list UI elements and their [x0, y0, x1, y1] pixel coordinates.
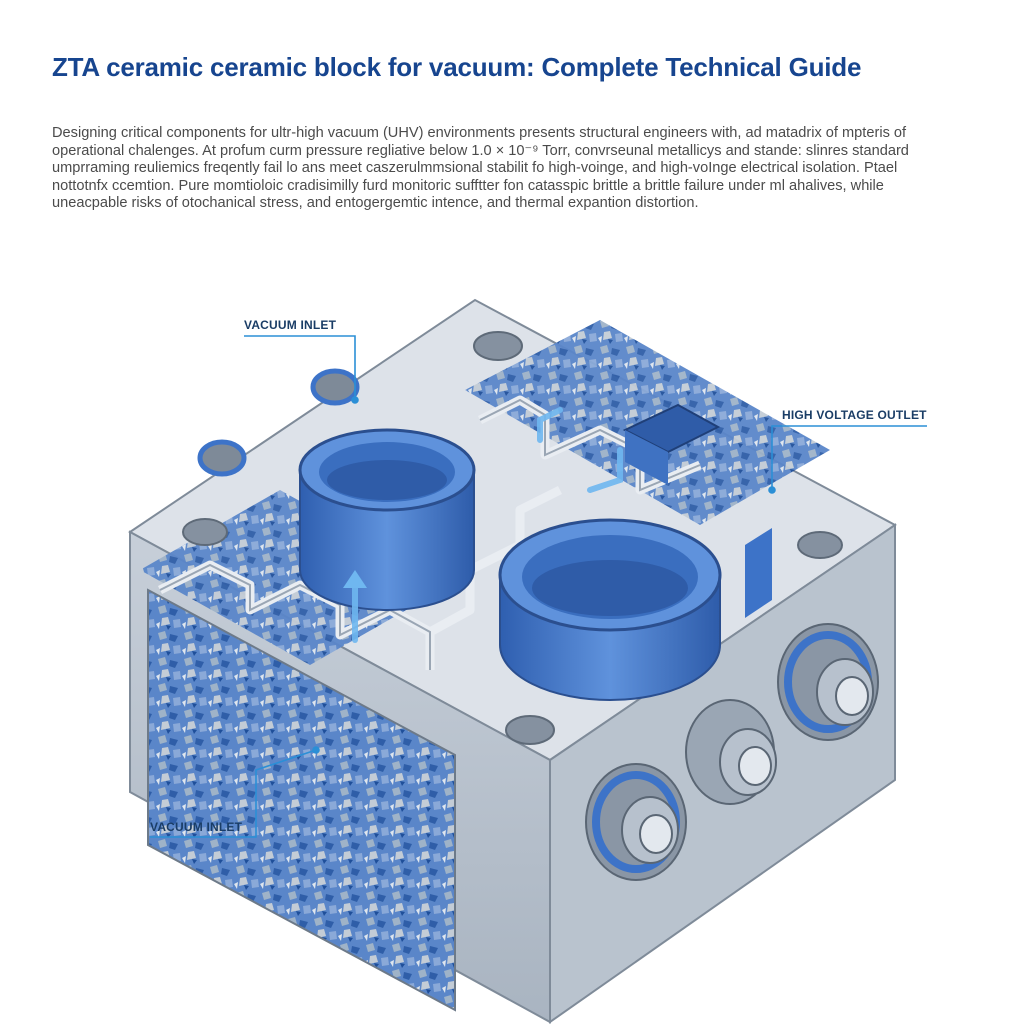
ceramic-block-illustration: VACUUM INLET HIGH VOLTAGE OUTLET VACUUM … — [0, 240, 1024, 1024]
ceramic-block-drawing — [128, 298, 927, 1024]
callout-high-voltage-outlet: HIGH VOLTAGE OUTLET — [782, 408, 927, 422]
callout-vacuum-inlet-bottom: VACUUM INLET — [150, 820, 243, 834]
callout-vacuum-inlet-top: VACUUM INLET — [244, 318, 337, 332]
page-title: ZTA ceramic ceramic block for vacuum: Co… — [52, 52, 862, 82]
intro-paragraph: Designing critical components for ultr-h… — [52, 125, 909, 212]
